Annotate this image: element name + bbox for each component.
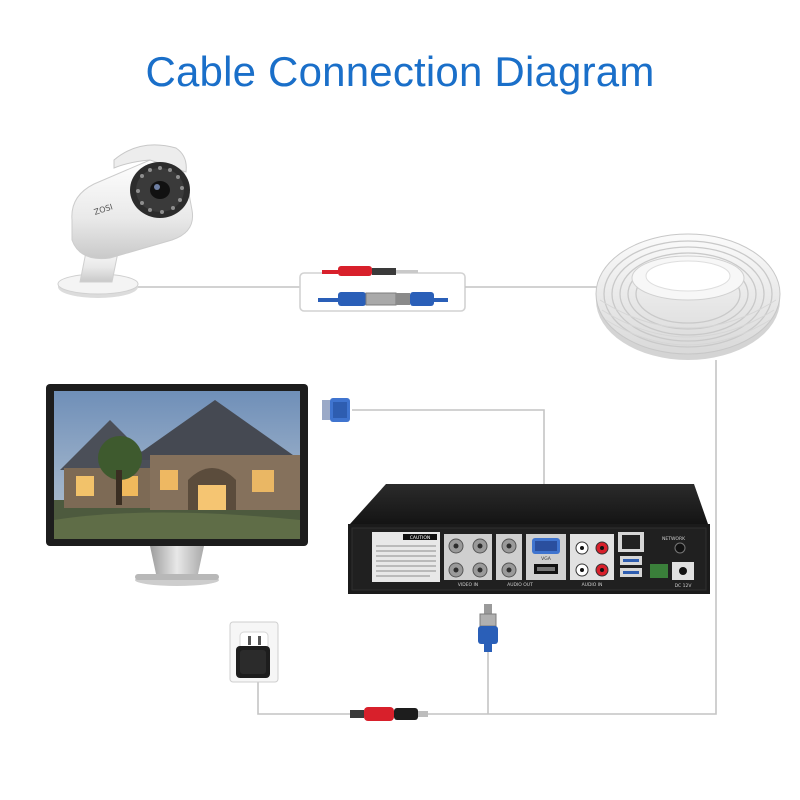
audio-in-ports: AUDIO IN bbox=[570, 534, 614, 588]
page-title: Cable Connection Diagram bbox=[145, 48, 655, 95]
blue-bnc-connector-top bbox=[318, 292, 448, 306]
power-adapter bbox=[236, 646, 270, 678]
cable-routes bbox=[135, 272, 717, 715]
audio-out-ports: AUDIO OUT bbox=[496, 534, 533, 588]
caution-label: CAUTION bbox=[410, 535, 431, 541]
red-power-connector-bottom bbox=[350, 707, 428, 721]
network-usb-ports bbox=[618, 532, 644, 577]
spool-down-cable bbox=[488, 360, 717, 715]
audio-out-label: AUDIO OUT bbox=[507, 582, 533, 588]
power-label: DC 12V bbox=[675, 583, 693, 589]
red-power-connector-top bbox=[322, 266, 418, 276]
dvr-recorder: CAUTION VIDEO IN AU bbox=[348, 484, 710, 594]
power-route-cable bbox=[257, 678, 350, 715]
vga-plug-monitor bbox=[322, 398, 350, 422]
cable-spool bbox=[595, 233, 781, 360]
vga-hdmi-ports: VGA bbox=[526, 534, 566, 580]
blue-bnc-connector-bottom bbox=[478, 604, 498, 652]
house-image bbox=[54, 400, 300, 539]
bullet-camera: ZOSI bbox=[57, 144, 194, 298]
monitor bbox=[46, 384, 308, 586]
audio-in-label: AUDIO IN bbox=[582, 582, 603, 588]
video-in-label: VIDEO IN bbox=[458, 582, 478, 588]
vga-route-cable bbox=[352, 409, 545, 500]
video-in-ports: VIDEO IN bbox=[444, 534, 492, 588]
network-label: NETWORK bbox=[662, 536, 686, 542]
vga-label: VGA bbox=[541, 556, 552, 562]
